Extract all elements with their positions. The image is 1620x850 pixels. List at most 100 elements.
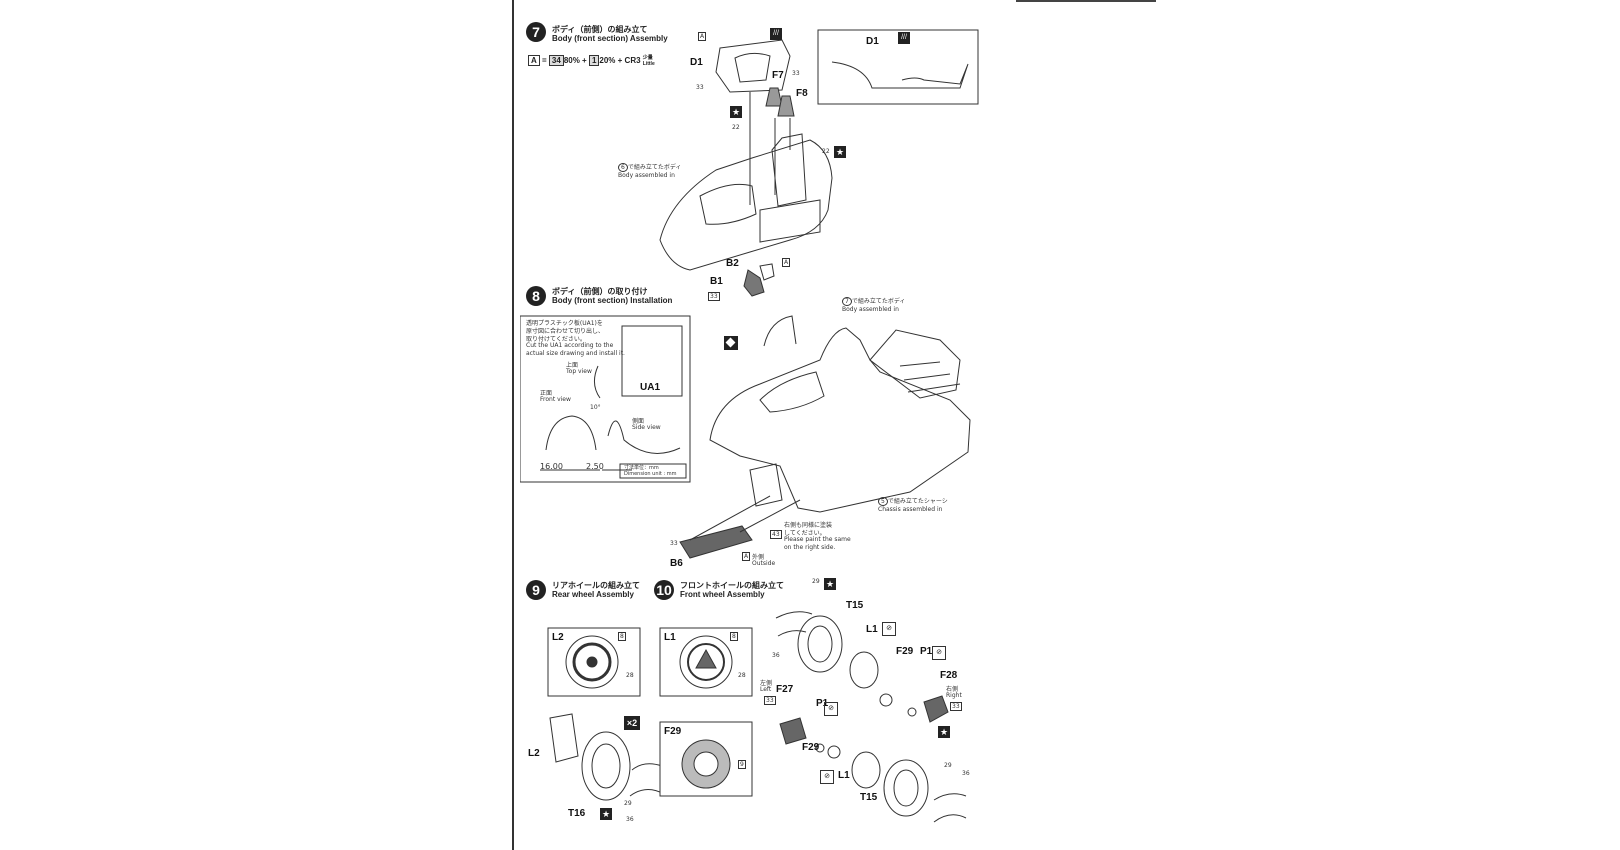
label-b6: B6: [670, 558, 683, 569]
front-code-33a: 33: [764, 696, 776, 705]
ua1-note-jp2: 原寸図に合わせて切り出し、: [526, 328, 605, 335]
step9-title-jp: リアホイールの組み立て: [552, 581, 640, 590]
paint-formula-mid: 80% +: [563, 56, 589, 66]
rear-code-28: 28: [626, 672, 634, 679]
label-f27: F27: [776, 684, 794, 695]
rear-code-36: 36: [626, 816, 634, 823]
star-icon: ★: [600, 808, 612, 820]
step8-chassis-note-en: Chassis assembled in: [878, 506, 943, 513]
label-l1-top: L1: [866, 624, 878, 635]
f28-upright: [923, 695, 949, 723]
front-code-36a: 36: [772, 652, 780, 659]
right-side-en2: on the right side.: [784, 544, 836, 551]
outside-en: Outside: [752, 560, 776, 567]
f29-box-label: F29: [664, 726, 682, 737]
label-t15-bottom: T15: [860, 792, 878, 803]
paint-34-badge: 34: [548, 55, 564, 67]
paint-chip-icon: ///: [770, 28, 782, 40]
right-en: Right: [946, 692, 962, 699]
front-code-29b: 29: [944, 762, 952, 769]
step8-chassis-note-jp: で組み立てたシャーシ: [887, 498, 948, 505]
paint-1-badge: 1: [588, 55, 600, 67]
label-p1-b: P1: [816, 698, 829, 709]
no-glue-icon: ⊘: [820, 770, 834, 784]
ua1-note-jp3: 取り付けてください。: [526, 336, 586, 343]
step8-number: 8: [526, 286, 546, 306]
rear-code-29: 29: [624, 800, 632, 807]
step7-number: 7: [526, 22, 546, 42]
front-code-28: 28: [738, 672, 746, 679]
right-side-jp: 右側も同様に塗装: [784, 522, 833, 529]
step9-title-en: Rear wheel Assembly: [552, 590, 634, 599]
rear-code-8: 8: [618, 632, 626, 641]
front-view-en: Front view: [540, 396, 571, 403]
code-33-f7: 33: [792, 70, 800, 77]
label-f29-a: F29: [896, 646, 914, 657]
l1-rim-top: [849, 651, 879, 689]
star-icon: ★: [938, 726, 950, 738]
body-front-section: [659, 139, 833, 271]
right-side-en1: Please paint the same: [784, 536, 851, 543]
little-en: Little: [642, 61, 655, 67]
d1-part: [715, 39, 791, 93]
t15-tire-top: [797, 615, 843, 673]
label-d1: D1: [690, 57, 703, 68]
label-a-outside: A: [742, 552, 751, 561]
star-icon: ★: [730, 106, 742, 118]
front-code-8: 8: [730, 632, 738, 641]
code-22-a: 22: [732, 124, 740, 131]
code-22-b: 22: [822, 148, 830, 155]
no-glue-icon: ⊘: [932, 646, 946, 660]
top-view-en: Top view: [566, 368, 592, 375]
no-glue-icon: ⊘: [824, 702, 838, 716]
paint-a-badge: A: [528, 55, 540, 67]
step8-title-jp: ボディ（前側）の取り付け: [552, 287, 648, 296]
label-f29-b: F29: [802, 742, 820, 753]
step7-body-ref: 6: [618, 163, 628, 172]
ua1-note-en2: actual size drawing and install it.: [526, 350, 625, 357]
label-f7: F7: [772, 70, 784, 81]
code-43-b6: 43: [770, 530, 782, 539]
body-on-chassis: [709, 327, 971, 513]
unit-jp: 寸法単位：mm: [624, 465, 659, 471]
front-code-33b: 33: [950, 702, 962, 711]
rear-box-l2: L2: [552, 632, 564, 643]
label-l2: L2: [528, 748, 540, 759]
step8-chassis-ref: 5: [878, 497, 888, 506]
label-a-top: A: [698, 32, 707, 41]
dim-16: 16.00: [540, 462, 563, 471]
label-p1-a: P1: [920, 646, 933, 657]
outside-jp: 外側: [752, 554, 765, 561]
left-jp: 左側: [760, 680, 773, 687]
side-view-en: Side view: [632, 424, 661, 431]
star-icon: ★: [834, 146, 846, 158]
step8-body-ref: 7: [842, 297, 852, 306]
step7-body-note-jp: で組み立てたボディ: [627, 164, 682, 171]
ua1-diagram-box: [520, 315, 691, 483]
right-jp: 右側: [946, 686, 959, 693]
paint-chip-icon: ///: [898, 32, 910, 44]
ua1-note-en1: Cut the UA1 according to the: [526, 342, 614, 349]
t16-tire: [581, 731, 631, 801]
code-33-b1: 33: [708, 292, 720, 301]
ua1-label: UA1: [640, 382, 661, 393]
angle-label: 10°: [590, 404, 601, 411]
label-b2: B2: [726, 258, 739, 269]
label-f28: F28: [940, 670, 958, 681]
ua1-note-jp1: 透明プラスチック板(UA1)を: [526, 320, 603, 327]
left-en: Left: [760, 686, 772, 693]
side-view-jp: 側面: [632, 418, 645, 425]
step10-number: 10: [654, 580, 674, 600]
label-b1: B1: [710, 276, 723, 287]
line-drawings: [520, 29, 979, 823]
instruction-page: 7 ボディ（前側）の組み立て Body (front section) Asse…: [520, 0, 1010, 850]
dim-2-50: 2.50: [586, 462, 604, 471]
rear-rim: [549, 713, 579, 763]
label-f8: F8: [796, 88, 808, 99]
front-code-36b: 36: [962, 770, 970, 777]
top-view-jp: 上面: [566, 362, 579, 369]
